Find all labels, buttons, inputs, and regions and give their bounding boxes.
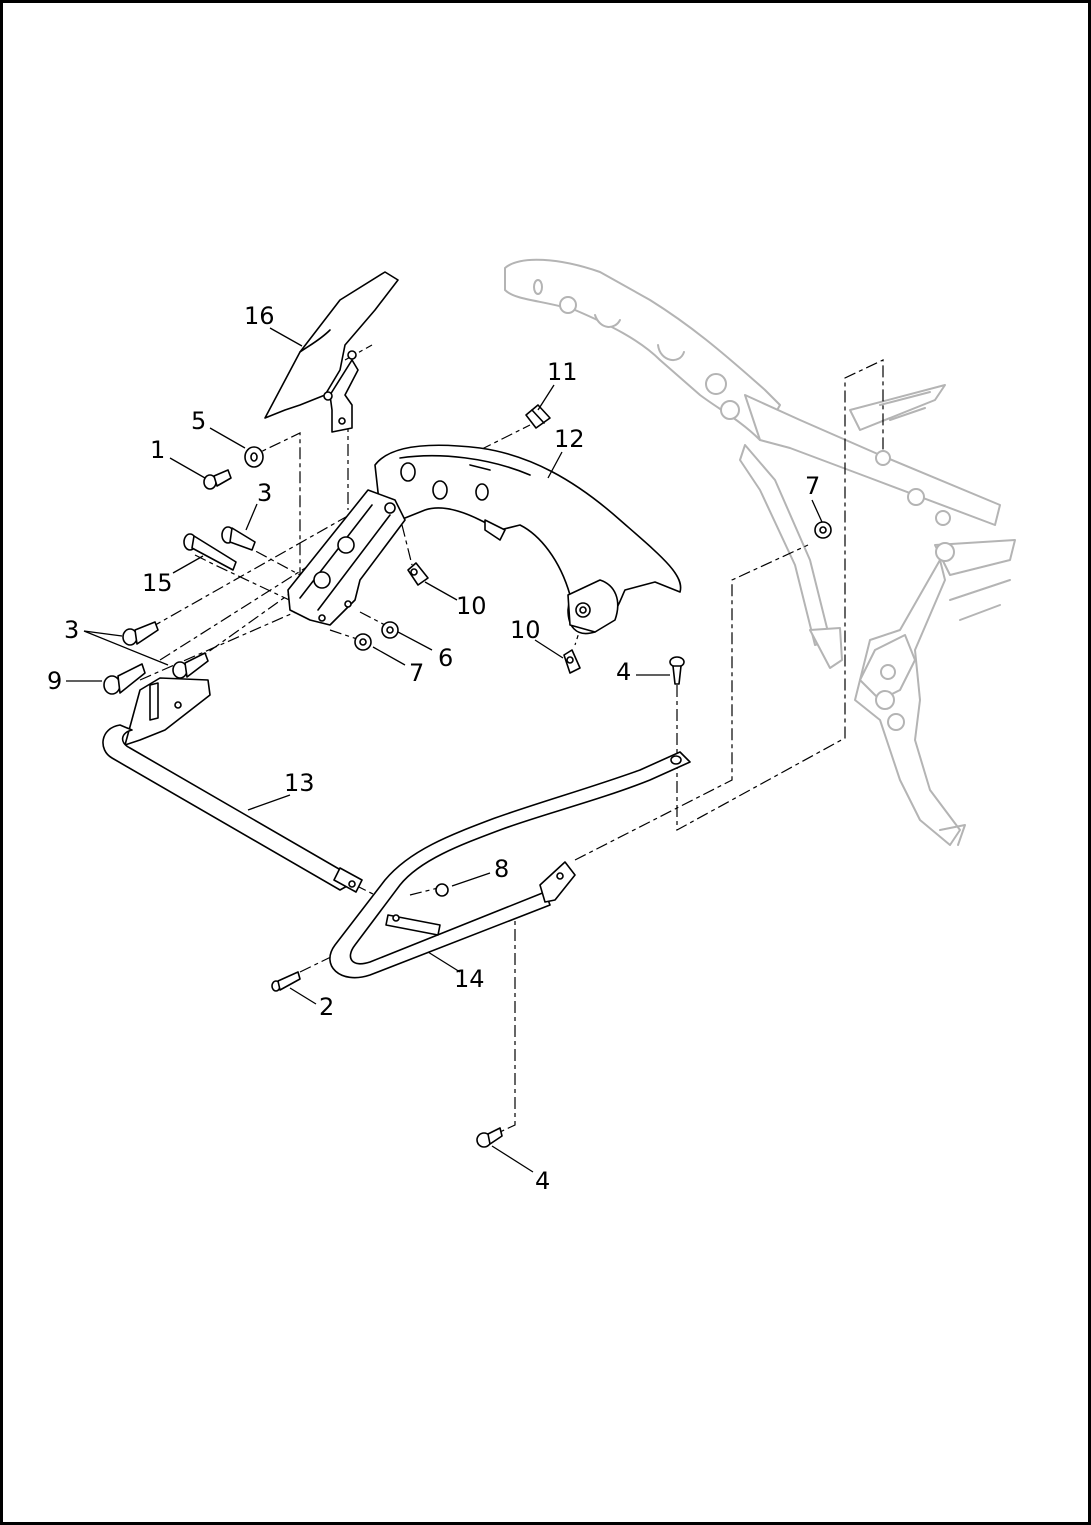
- part-4-screw-upper: [669, 656, 685, 685]
- callout-9: 9: [47, 667, 62, 695]
- part-7-nut-left: [354, 633, 372, 651]
- callout-12: 12: [554, 425, 585, 453]
- leader-lines: [66, 327, 823, 1173]
- part-1-screw: [203, 469, 232, 490]
- callout-8: 8: [494, 855, 509, 883]
- part-10-clip-a: [407, 562, 429, 586]
- callout-14: 14: [454, 965, 485, 993]
- callout-6: 6: [438, 644, 453, 672]
- motorcycle-frame: [504, 258, 1016, 846]
- part-4-screw-lower: [476, 1127, 503, 1148]
- part-8-nut: [435, 883, 449, 897]
- callout-10-lower: 10: [510, 616, 541, 644]
- callout-2: 2: [319, 993, 334, 1021]
- callout-5: 5: [191, 407, 206, 435]
- callout-7-right: 7: [805, 472, 820, 500]
- part-11-clip: [525, 404, 551, 429]
- part-14-right-rail: [329, 751, 691, 979]
- callout-15: 15: [142, 569, 173, 597]
- part-16-bracket-cover: [264, 271, 399, 433]
- callout-labels: 16 5 1 3 15 3 9 11 12 10 10 6 7 7 4 13 8…: [47, 302, 820, 1195]
- callout-4-upper: 4: [616, 658, 631, 686]
- part-10-clip-b: [563, 649, 581, 674]
- part-15-long-bolt: [183, 533, 237, 571]
- part-3-bolt-left-a: [122, 621, 159, 646]
- callout-11: 11: [547, 358, 578, 386]
- part-3-bolt-left-b: [172, 652, 209, 679]
- callout-1: 1: [150, 436, 165, 464]
- part-6-nut: [381, 621, 399, 639]
- part-12-seat-support-bracket: [374, 444, 682, 635]
- exploded-parts-diagram: 16 5 1 3 15 3 9 11 12 10 10 6 7 7 4 13 8…: [47, 258, 1016, 1195]
- callout-3-upper: 3: [257, 479, 272, 507]
- part-5-washer: [244, 446, 264, 468]
- part-13-left-rail: [102, 677, 363, 893]
- part-7-nut-right: [814, 521, 832, 539]
- callout-3-left: 3: [64, 616, 79, 644]
- part-2-screw: [271, 971, 301, 992]
- callout-4-lower: 4: [535, 1167, 550, 1195]
- part-12-mount-arm: [287, 489, 406, 626]
- part-3-bolt-upper: [221, 526, 256, 551]
- callout-7-left: 7: [409, 659, 424, 687]
- callout-13: 13: [284, 769, 315, 797]
- callout-10-upper: 10: [456, 592, 487, 620]
- part-9-flanged-bolt: [103, 663, 146, 695]
- callout-16: 16: [244, 302, 275, 330]
